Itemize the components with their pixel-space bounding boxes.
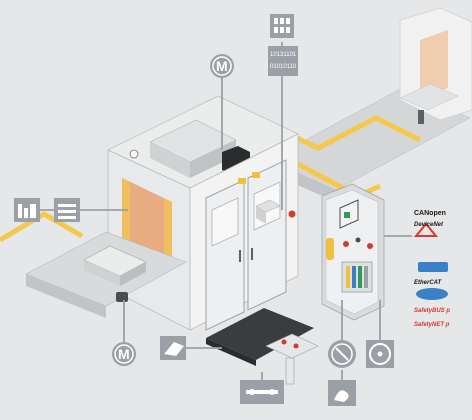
disc-icon — [366, 340, 394, 368]
building-icon — [270, 14, 294, 38]
remote-machine — [399, 7, 472, 124]
profibus-logo — [416, 288, 448, 300]
conveyor-lower — [25, 231, 187, 318]
binary-data-icon — [268, 46, 298, 76]
motor-icon — [210, 54, 234, 78]
motor-symbol-bottom: M — [118, 346, 130, 362]
control-cabinet — [321, 183, 385, 321]
binary-line-1: 10131101 — [270, 52, 297, 58]
gauge-icon — [328, 340, 356, 368]
ethernet-logo — [418, 262, 448, 272]
canopen-logo: CANopen — [414, 210, 446, 217]
pushbutton-icon — [240, 380, 284, 404]
safety-logo — [413, 222, 439, 237]
factory-icon — [14, 198, 40, 222]
ethercat-logo: EtherCAT — [414, 280, 442, 286]
scanner-icon — [160, 336, 186, 360]
binary-line-2: 01010110 — [270, 64, 297, 70]
safetybus-logo: SafetyBUS p — [414, 308, 451, 314]
safetynet-logo: SafetyNET p — [414, 322, 450, 328]
motor-symbol-top: M — [216, 58, 228, 74]
hand-sensor-icon — [328, 380, 356, 406]
machine-cell — [107, 95, 299, 331]
motor-icon-2 — [112, 342, 136, 366]
work-table — [206, 308, 319, 385]
conveyor-icon — [54, 198, 80, 222]
devicenet-logo: DeviceNet — [414, 222, 444, 228]
